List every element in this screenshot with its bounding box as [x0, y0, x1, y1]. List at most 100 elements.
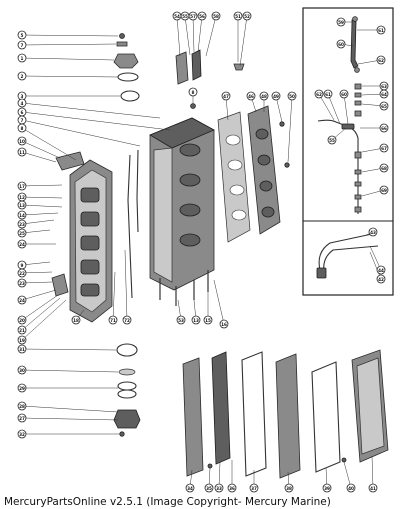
- part-callout-24[interactable]: 24: [17, 239, 27, 249]
- part-callout-48[interactable]: 48: [259, 91, 269, 101]
- part-callout-41[interactable]: 41: [368, 483, 378, 493]
- part-callout-46[interactable]: 46: [246, 91, 256, 101]
- part-callout-29[interactable]: 29: [17, 383, 27, 393]
- part-callout-55[interactable]: 55: [327, 135, 337, 145]
- leader-line: [21, 57, 115, 61]
- part-callout-11[interactable]: 11: [17, 147, 27, 157]
- part-callout-37[interactable]: 37: [249, 483, 259, 493]
- part-callout-69[interactable]: 69: [379, 185, 389, 195]
- part-callout-61[interactable]: 61: [376, 25, 386, 35]
- part-callout-35[interactable]: 35: [204, 483, 214, 493]
- part-callout-10[interactable]: 10: [17, 136, 27, 146]
- part-callout-60[interactable]: 60: [339, 89, 349, 99]
- part-callout-64[interactable]: 64: [379, 89, 389, 99]
- callout-circle: [17, 210, 27, 220]
- part-callout-36[interactable]: 36: [227, 483, 237, 493]
- part-callout-72[interactable]: 72: [122, 315, 132, 325]
- part-callout-39[interactable]: 39: [322, 483, 332, 493]
- part-callout-22[interactable]: 22: [17, 268, 27, 278]
- callout-circle: [17, 401, 27, 411]
- part-callout-55[interactable]: 55: [180, 11, 190, 21]
- callout-number: 62: [316, 92, 322, 97]
- part-callout-6[interactable]: 6: [17, 107, 27, 117]
- part-callout-71[interactable]: 71: [108, 315, 118, 325]
- part-callout-27[interactable]: 27: [17, 413, 27, 423]
- wire-harness: [318, 233, 373, 271]
- fitting-51: [233, 63, 245, 71]
- part-callout-13[interactable]: 13: [17, 200, 27, 210]
- callout-number: 29: [19, 386, 25, 391]
- callout-number: 37: [251, 486, 257, 491]
- part-callout-32[interactable]: 32: [17, 429, 27, 439]
- part-callout-18[interactable]: 18: [71, 315, 81, 325]
- part-callout-23[interactable]: 23: [17, 278, 27, 288]
- part-callout-8[interactable]: 8: [17, 123, 27, 133]
- part-callout-53[interactable]: 53: [176, 315, 186, 325]
- part-callout-42[interactable]: 42: [376, 274, 386, 284]
- part-callout-47[interactable]: 47: [221, 91, 231, 101]
- callout-circle: [287, 91, 297, 101]
- part-callout-20[interactable]: 20: [17, 315, 27, 325]
- part-callout-17[interactable]: 17: [17, 181, 27, 191]
- callout-circle: [379, 101, 389, 111]
- part-callout-34[interactable]: 34: [185, 483, 195, 493]
- part-callout-50[interactable]: 50: [287, 91, 297, 101]
- tube-fitting-top: [352, 16, 358, 22]
- part-callout-8[interactable]: 8: [188, 87, 198, 97]
- bolt-32: [119, 431, 125, 437]
- part-callout-58[interactable]: 58: [211, 11, 221, 21]
- callout-number: 18: [73, 318, 79, 323]
- part-callout-23[interactable]: 23: [17, 219, 27, 229]
- part-callout-63[interactable]: 63: [379, 81, 389, 91]
- leader-line: [369, 245, 382, 271]
- callout-circle: [17, 98, 27, 108]
- part-callout-19[interactable]: 19: [17, 335, 27, 345]
- part-callout-33[interactable]: 33: [214, 483, 224, 493]
- part-callout-16[interactable]: 16: [219, 319, 229, 329]
- part-callout-44[interactable]: 44: [376, 265, 386, 275]
- part-callout-25[interactable]: 25: [17, 228, 27, 238]
- part-callout-67[interactable]: 67: [379, 143, 389, 153]
- callout-circle: [249, 483, 259, 493]
- leader-line: [21, 212, 59, 216]
- part-callout-57[interactable]: 57: [188, 11, 198, 21]
- part-callout-65[interactable]: 65: [379, 101, 389, 111]
- part-callout-43[interactable]: 43: [368, 227, 378, 237]
- part-callout-40[interactable]: 40: [346, 483, 356, 493]
- part-callout-62[interactable]: 62: [314, 89, 324, 99]
- part-callout-5[interactable]: 5: [17, 30, 27, 40]
- part-callout-21[interactable]: 21: [17, 325, 27, 335]
- part-callout-31[interactable]: 31: [17, 344, 27, 354]
- part-callout-4[interactable]: 4: [17, 98, 27, 108]
- part-callout-52[interactable]: 52: [242, 11, 252, 21]
- part-callout-14[interactable]: 14: [17, 210, 27, 220]
- part-callout-13[interactable]: 13: [191, 315, 201, 325]
- part-callout-1[interactable]: 1: [17, 53, 27, 63]
- part-callout-2[interactable]: 2: [17, 71, 27, 81]
- part-callout-7[interactable]: 7: [17, 40, 27, 50]
- part-callout-59[interactable]: 59: [336, 17, 346, 27]
- part-callout-56[interactable]: 56: [197, 11, 207, 21]
- part-callout-68[interactable]: 68: [379, 163, 389, 173]
- part-callout-15[interactable]: 15: [203, 315, 213, 325]
- part-callout-61[interactable]: 61: [323, 89, 333, 99]
- part-callout-24[interactable]: 24: [17, 295, 27, 305]
- part-callout-54[interactable]: 54: [172, 11, 182, 21]
- part-callout-28[interactable]: 28: [17, 401, 27, 411]
- part-callout-66[interactable]: 66: [379, 123, 389, 133]
- part-callout-30[interactable]: 30: [17, 365, 27, 375]
- part-callout-51[interactable]: 51: [233, 11, 243, 21]
- part-callout-60[interactable]: 60: [336, 39, 346, 49]
- part-callout-9[interactable]: 9: [17, 260, 27, 270]
- callout-number: 5: [21, 33, 24, 38]
- part-callout-12[interactable]: 12: [17, 192, 27, 202]
- part-callout-62[interactable]: 62: [376, 55, 386, 65]
- callout-number: 23: [19, 222, 25, 227]
- part-callout-7[interactable]: 7: [17, 115, 27, 125]
- head-gasket: [217, 111, 251, 243]
- leader-line: [112, 271, 116, 321]
- part-callout-38[interactable]: 38: [284, 483, 294, 493]
- callout-circle: [379, 163, 389, 173]
- part-callout-49[interactable]: 49: [271, 91, 281, 101]
